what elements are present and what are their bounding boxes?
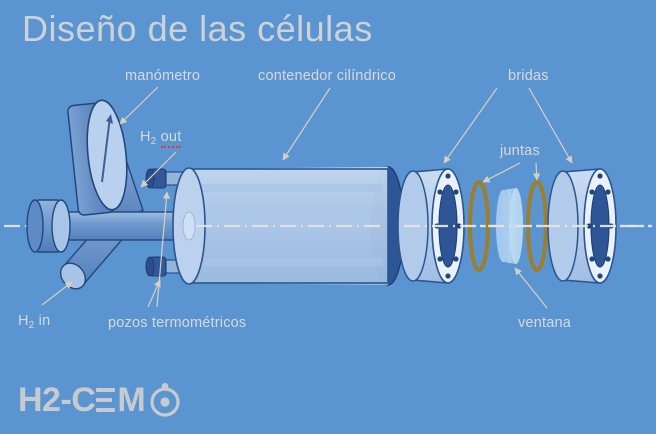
- logo-text-part1: H2-C: [18, 381, 96, 419]
- leader-h2-out: [140, 151, 177, 188]
- leader-bridas-right: [528, 87, 573, 164]
- leader-lines: [41, 86, 573, 309]
- leader-bridas-left: [443, 87, 498, 164]
- inlet-outlet-assembly: [26, 99, 191, 290]
- logo-e-icon: [96, 388, 116, 412]
- logo-text-part2: M: [117, 381, 146, 419]
- flange-left-bolt-holes: [434, 173, 462, 279]
- flange-right-bolt-holes: [586, 173, 614, 279]
- leader-manometro: [119, 86, 159, 125]
- atom-icon: [150, 383, 180, 417]
- end-fitting: [26, 199, 71, 253]
- leader-juntas-right: [533, 162, 541, 181]
- leader-h2-in: [41, 281, 73, 306]
- leader-pozos-2: [156, 191, 171, 308]
- pressure-gauge: [67, 99, 128, 216]
- leader-pozos-1: [147, 279, 161, 308]
- leader-contenedor: [282, 87, 331, 161]
- h2-cemo-logo: H2-C M: [18, 382, 183, 418]
- leader-juntas-left: [482, 162, 521, 183]
- leader-ventana: [514, 267, 548, 309]
